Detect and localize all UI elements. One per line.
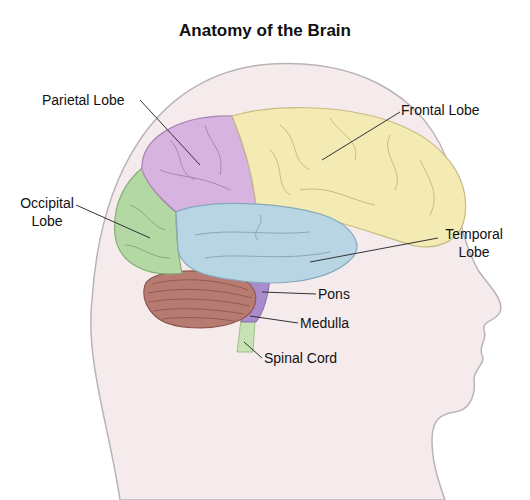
part-label: Occipital Lobe (14, 194, 80, 230)
head-silhouette (91, 64, 501, 500)
part-label: Frontal Lobe (401, 101, 511, 119)
cerebellum-folds (148, 280, 252, 321)
part-label: Spinal Cord (264, 349, 374, 367)
temporal-lobe-shape (176, 203, 357, 282)
leader-lines (76, 100, 438, 358)
spinal-cord-shape (237, 320, 255, 352)
part-label: Medulla (300, 314, 390, 332)
diagram-title: Anatomy of the Brain (0, 20, 530, 42)
part-label: Parietal Lobe (42, 91, 152, 109)
part-label: Temporal Lobe (437, 225, 511, 261)
part-label: Pons (318, 285, 398, 303)
cortex-folds (125, 118, 434, 258)
